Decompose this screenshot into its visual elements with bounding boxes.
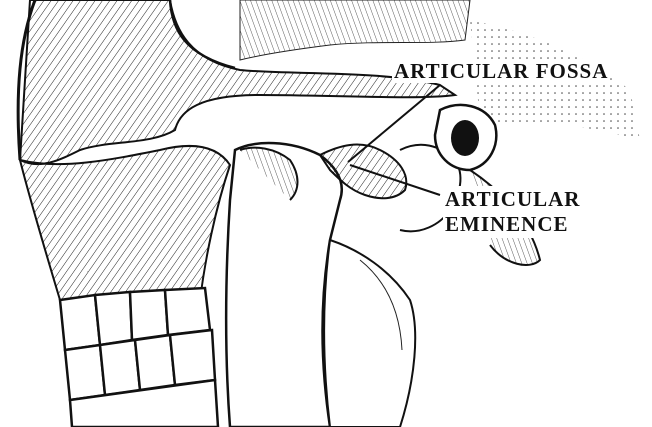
articular-fossa-label: ARTICULAR FOSSA: [392, 60, 610, 83]
teeth: [60, 288, 218, 427]
mandible-ramus: [226, 143, 342, 427]
articular-eminence-label: ARTICULAR EMINENCE: [443, 186, 582, 238]
maxilla: [20, 146, 230, 300]
articular-eminence-label-line1: ARTICULAR: [445, 187, 580, 212]
external-auditory-meatus: [435, 105, 540, 265]
mandible-body: [324, 240, 415, 427]
articular-eminence-label-line2: EMINENCE: [445, 212, 580, 237]
